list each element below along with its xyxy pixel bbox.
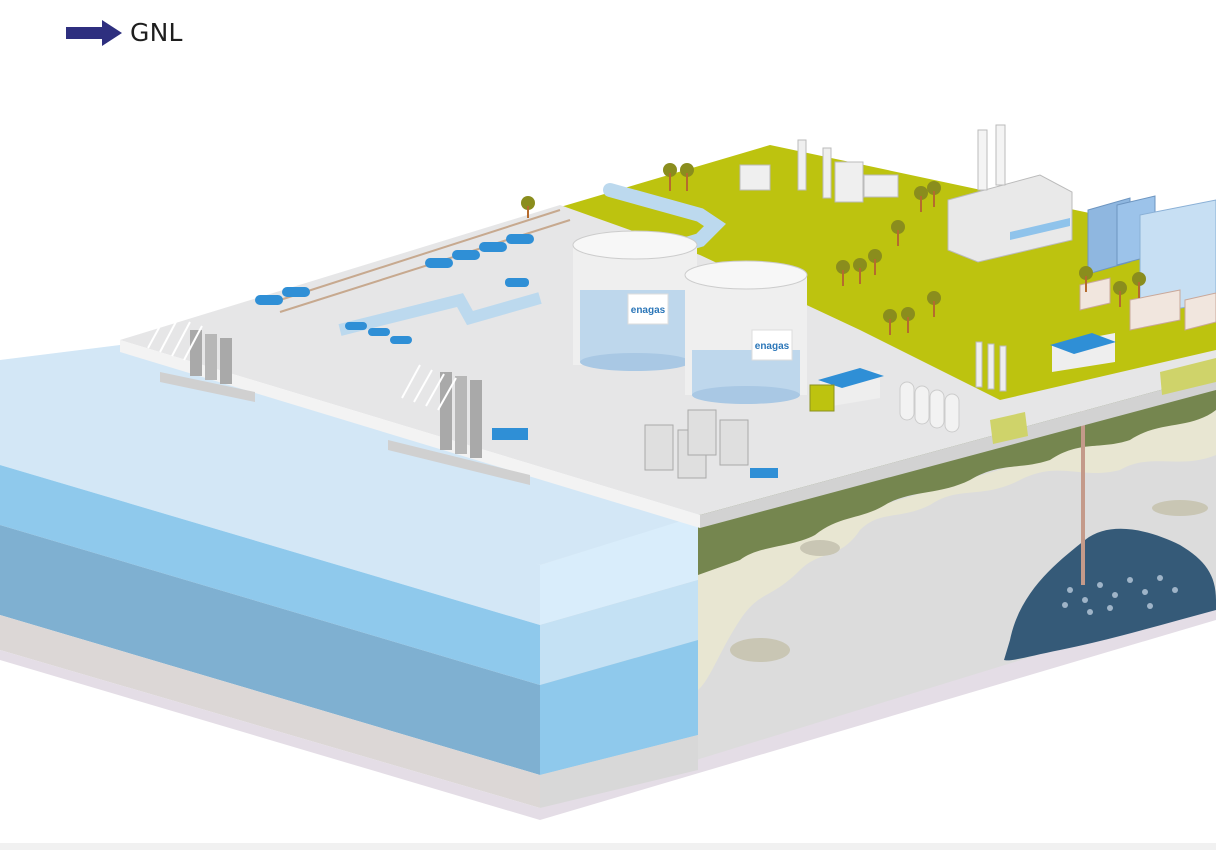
vaporizer-blocks: [644, 409, 749, 479]
jetty-right: [388, 364, 530, 485]
well-pipe: [1081, 385, 1085, 585]
subsurface-block: [540, 370, 1216, 820]
bottom-scrollbar: [0, 843, 1216, 850]
legend-label: GNL: [130, 18, 183, 47]
refinery: [739, 139, 899, 203]
power-plant: [947, 124, 1073, 263]
legend: GNL: [66, 18, 183, 47]
jetty-left: [147, 314, 255, 402]
pressure-vessels: [899, 381, 960, 433]
right-arrow-icon: [66, 19, 122, 46]
tank-trucks: [345, 322, 412, 344]
trees: [521, 163, 1146, 335]
gas-reservoir: [1004, 528, 1216, 661]
service-buildings: [492, 333, 1116, 478]
city-buildings: [1079, 195, 1216, 331]
lng-tank-left: enagas: [572, 230, 698, 371]
sea-block: [0, 345, 700, 820]
tank-logo-right: enagas: [755, 341, 790, 352]
lng-tank-right: enagas: [684, 260, 808, 404]
rail-cars: [255, 234, 534, 305]
tank-logo-left: enagas: [631, 305, 666, 316]
stacks: [975, 341, 1007, 392]
